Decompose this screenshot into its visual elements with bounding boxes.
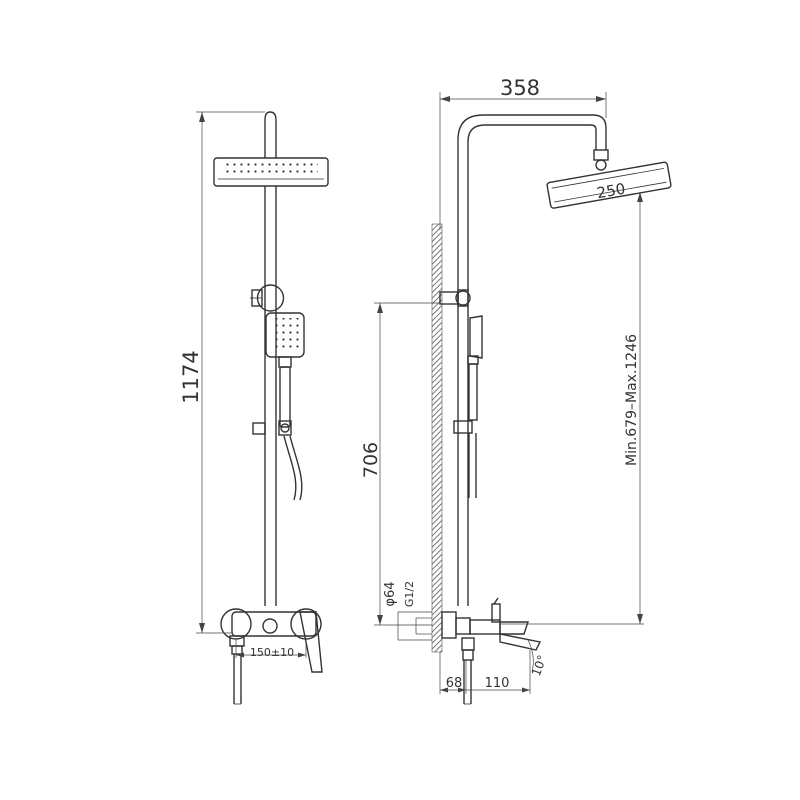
dim-inlet-spacing-label: 150±10 (250, 646, 294, 659)
side-view: 250 (360, 76, 672, 705)
front-lower-hose (233, 654, 242, 705)
dim-bottom-offsets: 68 110 (439, 650, 531, 694)
dim-spout-angle-label: 10° (529, 653, 549, 678)
front-slide-holder (252, 420, 292, 436)
side-head-connector (593, 149, 609, 171)
dim-height-range: Min.679–Max.1246 (500, 192, 644, 625)
dim-escutcheon-diameter-label: φ64 (383, 581, 398, 606)
front-hand-shower (265, 312, 305, 428)
side-slide-holder (453, 420, 473, 434)
dim-escutcheon: φ64 G1/2 (383, 581, 432, 641)
side-upper-bracket (439, 289, 471, 307)
dim-height-range-label: Min.679–Max.1246 (624, 334, 640, 466)
side-hose (468, 433, 477, 498)
dim-arm-reach-label: 358 (500, 76, 540, 100)
dim-slider-height-label: 706 (360, 442, 382, 478)
side-wall (431, 223, 443, 653)
side-shower-head (546, 161, 672, 209)
side-riser-and-arm (457, 114, 607, 606)
dim-wall-offset-label: 68 (446, 676, 463, 691)
side-hand-shower (467, 315, 483, 421)
dim-spout-angle: 10° (527, 639, 549, 678)
front-hose (283, 435, 303, 501)
side-mixer (441, 597, 542, 705)
dim-head-size-label: 250 (595, 180, 626, 203)
dim-total-height: 1174 (179, 111, 265, 634)
front-riser-pipe (264, 111, 277, 606)
front-upper-bracket (250, 284, 285, 312)
front-overhead-shower-head (213, 157, 329, 187)
dim-thread-label: G1/2 (403, 581, 416, 607)
dim-slider-height: 706 (360, 302, 440, 626)
dim-head-size: 250 (595, 180, 626, 203)
dim-spout-length-label: 110 (485, 676, 510, 691)
dim-arm-reach: 358 (439, 76, 607, 230)
dim-inlet-spacing: 150±10 (235, 640, 307, 659)
front-mixer-body (220, 608, 323, 673)
dim-total-height-label: 1174 (179, 350, 203, 403)
front-view: 1174 150±10 (179, 111, 329, 705)
